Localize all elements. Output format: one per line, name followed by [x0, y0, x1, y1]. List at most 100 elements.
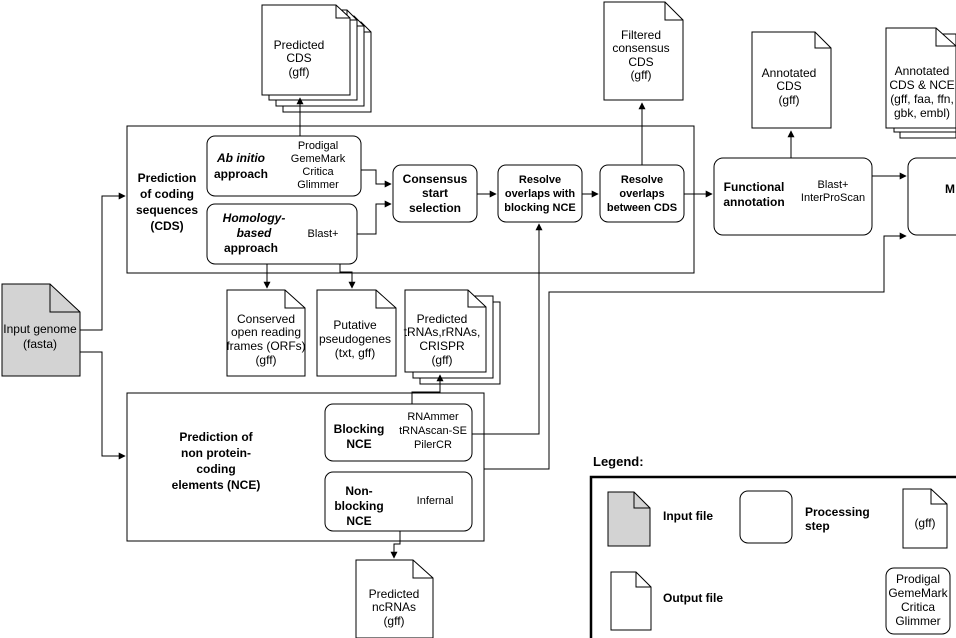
orfs-line-3: frames (ORFs) [226, 339, 305, 353]
ab-initio-tool-1: Prodigal [298, 140, 338, 152]
cds-panel-title-3: sequences [136, 203, 198, 217]
nce-panel-title-1: Prediction of [179, 430, 253, 444]
annotated-all-file: Annotated CDS & NCE (gff, faa, ffn, gbk,… [885, 27, 956, 139]
ab-initio-tool-4: Glimmer [297, 179, 339, 191]
arrow-input-to-cds [80, 192, 126, 331]
functional-title-1: Functional [724, 180, 785, 194]
nonblocking-title-3: NCE [346, 514, 371, 528]
annotated-cds-line-1: Annotated [762, 66, 817, 80]
legend-processing-label-1: Processing [805, 505, 870, 519]
legend: Legend: Input file Processing step (gff)… [589, 454, 956, 638]
homology-title-2: based [237, 226, 272, 240]
legend-tool-3: Critica [901, 600, 935, 614]
pseudogenes-line-2: pseudogenes [319, 332, 391, 346]
blocking-tool-2: tRNAscan-SE [399, 425, 467, 437]
arrow-homology-to-consensus [357, 200, 392, 235]
legend-gff-label: (gff) [914, 516, 935, 530]
orfs-line-2: open reading [231, 325, 301, 339]
filtered-cds-file: Filtered consensus CDS (gff) [603, 1, 684, 101]
ncrnas-line-1: Predicted [369, 587, 420, 601]
resolve-cds-line-1: Resolve [621, 174, 663, 186]
ab-initio-approach: approach [214, 167, 268, 181]
resolve-cds-line-3: between CDS [607, 202, 677, 214]
legend-output-file-label: Output file [663, 591, 723, 605]
homology-title-1: Homology- [223, 211, 286, 225]
connectors [80, 97, 907, 559]
homology-step: Homology- based approach Blast+ [206, 203, 358, 265]
arrow-input-to-nce [80, 351, 126, 460]
annotated-all-line-1: Annotated [895, 64, 950, 78]
legend-input-file-icon [607, 491, 651, 547]
resolve-cds-step: Resolve overlaps between CDS [599, 164, 685, 223]
blocking-tool-3: PilerCR [414, 439, 452, 451]
resolve-cds-line-2: overlaps [619, 188, 664, 200]
predicted-cds-line-1: Predicted [274, 38, 325, 52]
input-genome-label: Input genome [3, 322, 77, 336]
predicted-cds-line-3: (gff) [288, 65, 309, 79]
cds-panel-title-2: of coding [140, 187, 194, 201]
cds-panel-title-4: (CDS) [150, 219, 183, 233]
trnas-line-4: (gff) [431, 353, 452, 367]
arrow-to-ncrnas [390, 531, 401, 559]
predicted-cds-file: Predicted CDS (gff) [261, 4, 372, 113]
legend-tool-1: Prodigal [896, 572, 940, 586]
consensus-step: Consensus start selection [392, 164, 478, 223]
blocking-title-1: Blocking [334, 422, 385, 436]
resolve-nce-line-3: blocking NCE [504, 202, 576, 214]
legend-tool-4: Glimmer [895, 614, 940, 628]
nonblocking-title-2: blocking [334, 499, 383, 513]
arrow-blocking-to-resolve-nce [472, 223, 543, 435]
consensus-line-3: selection [409, 201, 461, 215]
filtered-cds-line-2: consensus [612, 41, 669, 55]
pseudogenes-line-3: (txt, gff) [335, 346, 375, 360]
orfs-file: Conserved open reading frames (ORFs) (gf… [226, 289, 306, 377]
cds-panel-title-1: Prediction [138, 171, 197, 185]
functional-title-2: annotation [723, 195, 784, 209]
nce-panel-title-3: coding [196, 462, 235, 476]
blocking-tool-1: RNAmmer [407, 411, 459, 423]
ab-initio-step: Ab initio approach Prodigal GemeMark Cri… [206, 135, 362, 197]
orfs-line-1: Conserved [237, 312, 295, 326]
homology-tool: Blast+ [308, 228, 339, 240]
arrow-to-trnas [411, 374, 444, 404]
consensus-line-2: start [422, 186, 448, 200]
arrow-to-pseudogenes [339, 264, 356, 289]
ab-initio-title: Ab initio [216, 151, 265, 165]
homology-approach: approach [224, 241, 278, 255]
annotated-cds-file: Annotated CDS (gff) [751, 31, 832, 129]
nce-panel-title-2: non protein- [181, 446, 251, 460]
merge-label: M [945, 182, 955, 196]
pseudogenes-file: Putative pseudogenes (txt, gff) [316, 289, 397, 377]
annotated-cds-line-3: (gff) [778, 93, 799, 107]
trnas-line-1: Predicted [417, 312, 468, 326]
legend-processing-label-2: step [805, 519, 830, 533]
consensus-line-1: Consensus [403, 172, 468, 186]
nce-panel-title-4: elements (NCE) [172, 478, 261, 492]
resolve-nce-step: Resolve overlaps with blocking NCE [497, 164, 583, 223]
trnas-line-2: tRNAs,rRNAs, [404, 325, 481, 339]
ncrnas-line-3: (gff) [383, 614, 404, 628]
orfs-line-4: (gff) [255, 353, 276, 367]
legend-processing-step-icon [739, 490, 793, 544]
functional-annotation-step: Functional annotation Blast+ InterProSca… [713, 157, 873, 236]
ab-initio-tool-3: Critica [302, 166, 334, 178]
ncrnas-file: Predicted ncRNAs (gff) [355, 559, 434, 638]
input-genome-format: (fasta) [23, 337, 57, 351]
annotated-all-line-3: (gff, faa, ffn, [890, 92, 954, 106]
resolve-nce-line-1: Resolve [519, 174, 561, 186]
annotated-all-line-4: gbk, embl) [894, 106, 950, 120]
nonblocking-nce-step: Non- blocking NCE Infernal [324, 471, 473, 532]
filtered-cds-line-1: Filtered [621, 28, 661, 42]
legend-input-file-label: Input file [663, 509, 713, 523]
nonblocking-tool: Infernal [417, 495, 454, 507]
ab-initio-tool-2: GemeMark [291, 153, 346, 165]
pseudogenes-line-1: Putative [333, 318, 377, 332]
merge-step: M [907, 157, 956, 236]
ncrnas-line-2: ncRNAs [372, 600, 416, 614]
legend-tool-2: GemeMark [888, 586, 948, 600]
filtered-cds-line-4: (gff) [630, 68, 651, 82]
trnas-line-3: CRISPR [419, 339, 465, 353]
resolve-nce-line-2: overlaps with [505, 188, 576, 200]
annotated-all-line-2: CDS & NCE [889, 78, 954, 92]
